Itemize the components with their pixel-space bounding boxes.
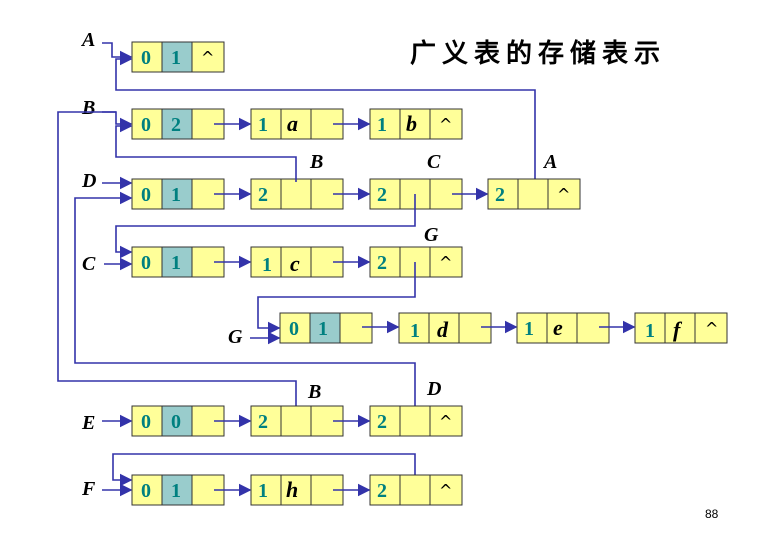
c-tag: 0: [141, 252, 151, 274]
null-icon: ^: [557, 185, 570, 204]
label-c: C: [82, 253, 96, 275]
d-to-b-arrow: [115, 119, 297, 182]
node-a-head: 0 1 ^: [131, 41, 225, 73]
label-d: D: [81, 170, 96, 192]
e-to-b-arrow: [57, 111, 297, 420]
pointer-a-arrow: [102, 42, 133, 64]
e-ref: 0: [171, 411, 181, 433]
f-ref: 1: [171, 480, 181, 502]
c-ref: 1: [171, 252, 181, 274]
c-atom-c-tag: 1: [262, 254, 272, 276]
c-pointer-label-g: G: [424, 224, 439, 246]
a-tag: 0: [141, 47, 151, 69]
d-to-a-arrow: [115, 52, 536, 182]
e-pointer-label-b: B: [307, 381, 321, 403]
node-c-head: 0 1: [131, 246, 225, 278]
f-sub-f-tag: 2: [377, 480, 387, 502]
d-sub-b-tag: 2: [258, 184, 268, 206]
b-atom-b-value: b: [406, 111, 417, 136]
null-icon: ^: [705, 319, 718, 338]
null-icon: ^: [439, 115, 452, 134]
node-e-sub-b: 2: [250, 405, 344, 437]
node-c-atom-c: 1 c: [250, 246, 344, 278]
node-d-sub-b: 2: [250, 178, 344, 210]
g-atom-f-value: f: [673, 317, 683, 342]
node-e-sub-d: 2 ^: [369, 405, 463, 437]
node-b-atom-a: 1 a: [250, 108, 344, 140]
e-sub-d-tag: 2: [377, 411, 387, 433]
f-atom-h-value: h: [286, 477, 298, 502]
label-e: E: [81, 412, 95, 434]
page-number: 88: [705, 507, 719, 521]
node-g-atom-e: 1 e: [516, 312, 610, 344]
b-atom-a-tag: 1: [258, 114, 268, 136]
c-to-g-arrow: [257, 262, 416, 335]
e-pointer-label-d: D: [426, 378, 441, 400]
node-b-head: 0 2: [131, 108, 225, 140]
node-f-sub-f: 2 ^: [369, 474, 463, 506]
f-tag: 0: [141, 480, 151, 502]
d-pointer-label-a: A: [542, 151, 557, 173]
label-g: G: [228, 326, 243, 348]
b-tag: 0: [141, 114, 151, 136]
node-f-atom-h: 1 h: [250, 474, 344, 506]
e-to-d-arrow: [74, 191, 416, 420]
null-icon: ^: [439, 253, 452, 272]
d-tag: 0: [141, 184, 151, 206]
d-sub-c-tag: 2: [377, 184, 387, 206]
g-atom-d-value: d: [437, 317, 449, 342]
node-g-head: 0 1: [279, 312, 373, 344]
node-g-atom-d: 1 d: [398, 312, 492, 344]
node-g-atom-f: 1 f ^: [634, 312, 728, 344]
pointer-b-arrow: [102, 111, 133, 131]
node-e-head: 0 0: [131, 405, 225, 437]
page-title: 广义表的存储表示: [410, 38, 666, 69]
node-d-sub-c: 2: [369, 178, 463, 210]
g-atom-e-tag: 1: [524, 318, 534, 340]
f-atom-h-tag: 1: [258, 480, 268, 502]
node-c-sub-g: 2 ^: [369, 246, 463, 278]
d-sub-a-tag: 2: [495, 184, 505, 206]
label-a: A: [80, 29, 95, 51]
node-b-atom-b: 1 b ^: [369, 108, 463, 140]
e-sub-b-tag: 2: [258, 411, 268, 433]
null-icon: ^: [439, 412, 452, 431]
null-icon: ^: [439, 481, 452, 500]
a-ref: 1: [171, 47, 181, 69]
null-icon: ^: [201, 48, 214, 67]
g-tag: 0: [289, 318, 299, 340]
b-atom-b-tag: 1: [377, 114, 387, 136]
g-atom-f-tag: 1: [645, 320, 655, 342]
label-f: F: [81, 478, 96, 500]
d-ref: 1: [171, 184, 181, 206]
g-atom-d-tag: 1: [410, 320, 420, 342]
c-sub-g-tag: 2: [377, 252, 387, 274]
g-ref: 1: [318, 318, 328, 340]
g-atom-e-value: e: [553, 315, 563, 340]
d-pointer-label-b: B: [309, 151, 323, 173]
node-d-sub-a: 2 ^: [487, 178, 581, 210]
c-atom-c-value: c: [290, 251, 300, 276]
e-tag: 0: [141, 411, 151, 433]
f-self-arrow: [112, 453, 416, 490]
d-pointer-label-c: C: [427, 151, 441, 173]
label-b: B: [81, 97, 95, 119]
node-f-head: 0 1: [131, 474, 225, 506]
d-to-c-arrow: [115, 194, 416, 259]
b-atom-a-value: a: [287, 111, 298, 136]
b-ref: 2: [171, 114, 181, 136]
node-d-head: 0 1: [131, 178, 225, 210]
